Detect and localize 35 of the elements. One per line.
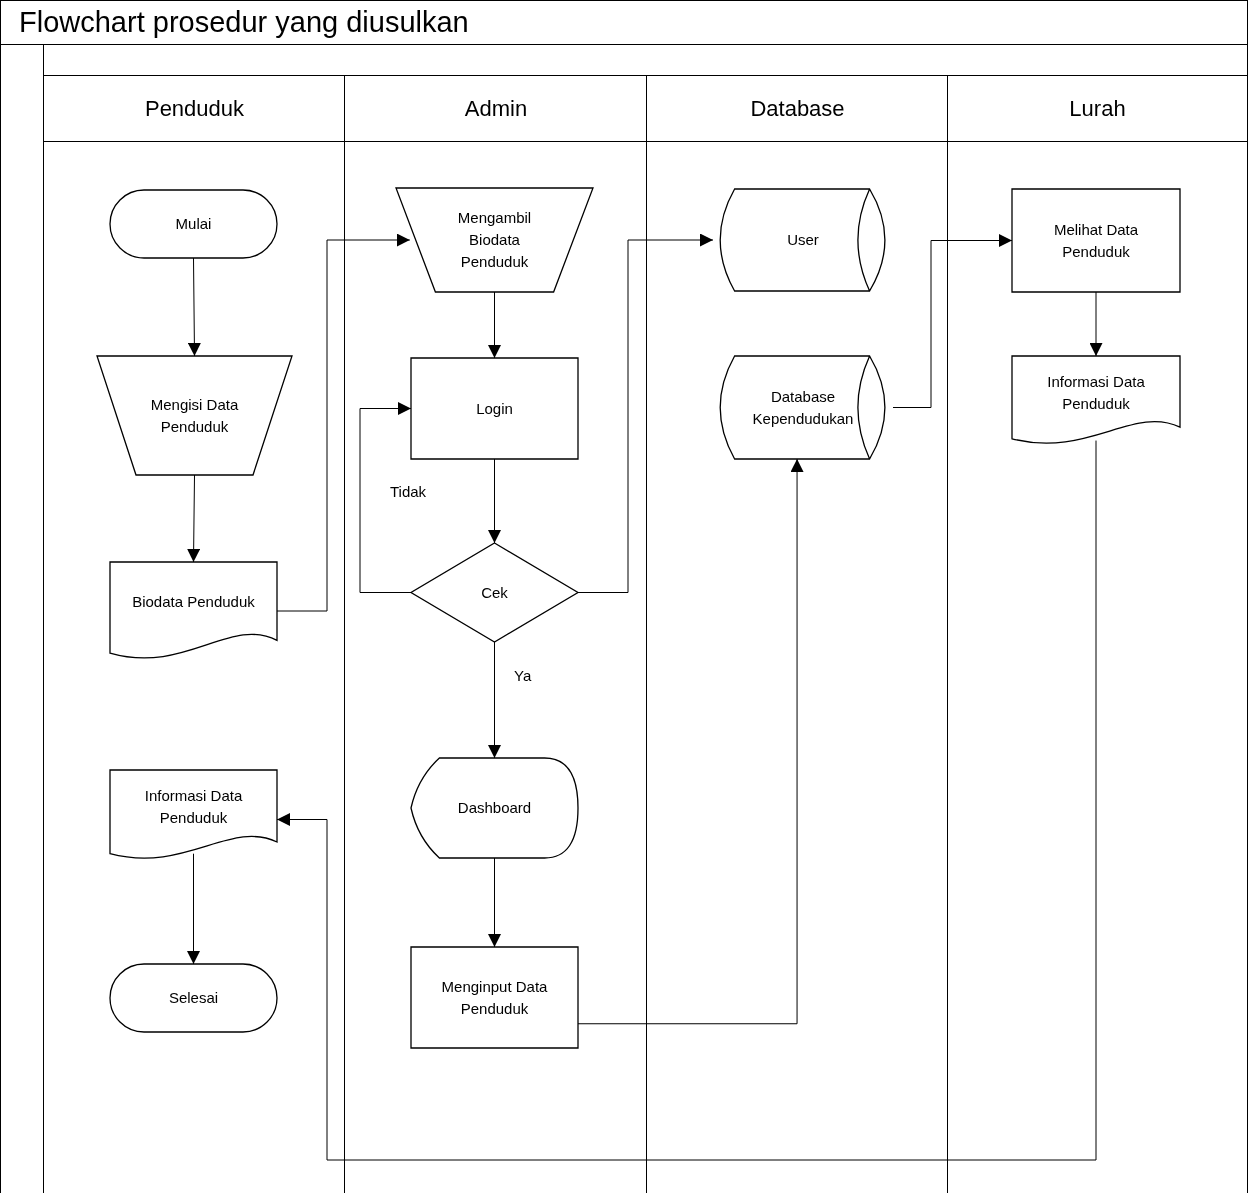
- node-label: Selesai: [168, 988, 219, 1009]
- arrow: [1089, 291, 1103, 357]
- node-label: Cek: [481, 582, 508, 603]
- node-label: Menginput Data Penduduk: [440, 976, 549, 1019]
- lane-header: Admin: [345, 76, 647, 142]
- arrow: [488, 458, 501, 544]
- node-label: Database Kependudukan: [751, 386, 855, 429]
- arrow: [187, 853, 200, 965]
- arrow: [187, 257, 201, 357]
- swimlane: [646, 75, 948, 1193]
- swimlane: [947, 75, 1248, 1193]
- node-label: Mengisi Data Penduduk: [149, 394, 240, 437]
- arrow: [187, 474, 201, 563]
- swimlane: [43, 75, 345, 1193]
- lane-header: Lurah: [948, 76, 1247, 142]
- arrow: [892, 234, 1013, 408]
- arrow: [577, 233, 714, 593]
- swimlane: [344, 75, 647, 1193]
- node-label: Mengambil Biodata Penduduk: [456, 208, 533, 272]
- node-label: Informasi Data Penduduk: [143, 786, 244, 829]
- arrow: [488, 291, 501, 359]
- diagram-title: Flowchart prosedur yang diusulkan: [0, 0, 1248, 45]
- node-label: Melihat Data Penduduk: [1052, 219, 1140, 262]
- arrow: [488, 857, 501, 948]
- node-label: Login: [476, 398, 513, 419]
- edge-label: Tidak: [388, 483, 429, 500]
- lane-header: Penduduk: [44, 76, 345, 142]
- node-label: Biodata Penduduk: [132, 592, 255, 613]
- node-label: Mulai: [175, 214, 212, 235]
- lane-header: Database: [647, 76, 948, 142]
- arrow: [488, 641, 501, 759]
- arrow: [359, 402, 412, 593]
- node-label: Informasi Data Penduduk: [1046, 371, 1146, 414]
- node-label: User: [787, 230, 819, 251]
- node-label: Dashboard: [457, 798, 532, 819]
